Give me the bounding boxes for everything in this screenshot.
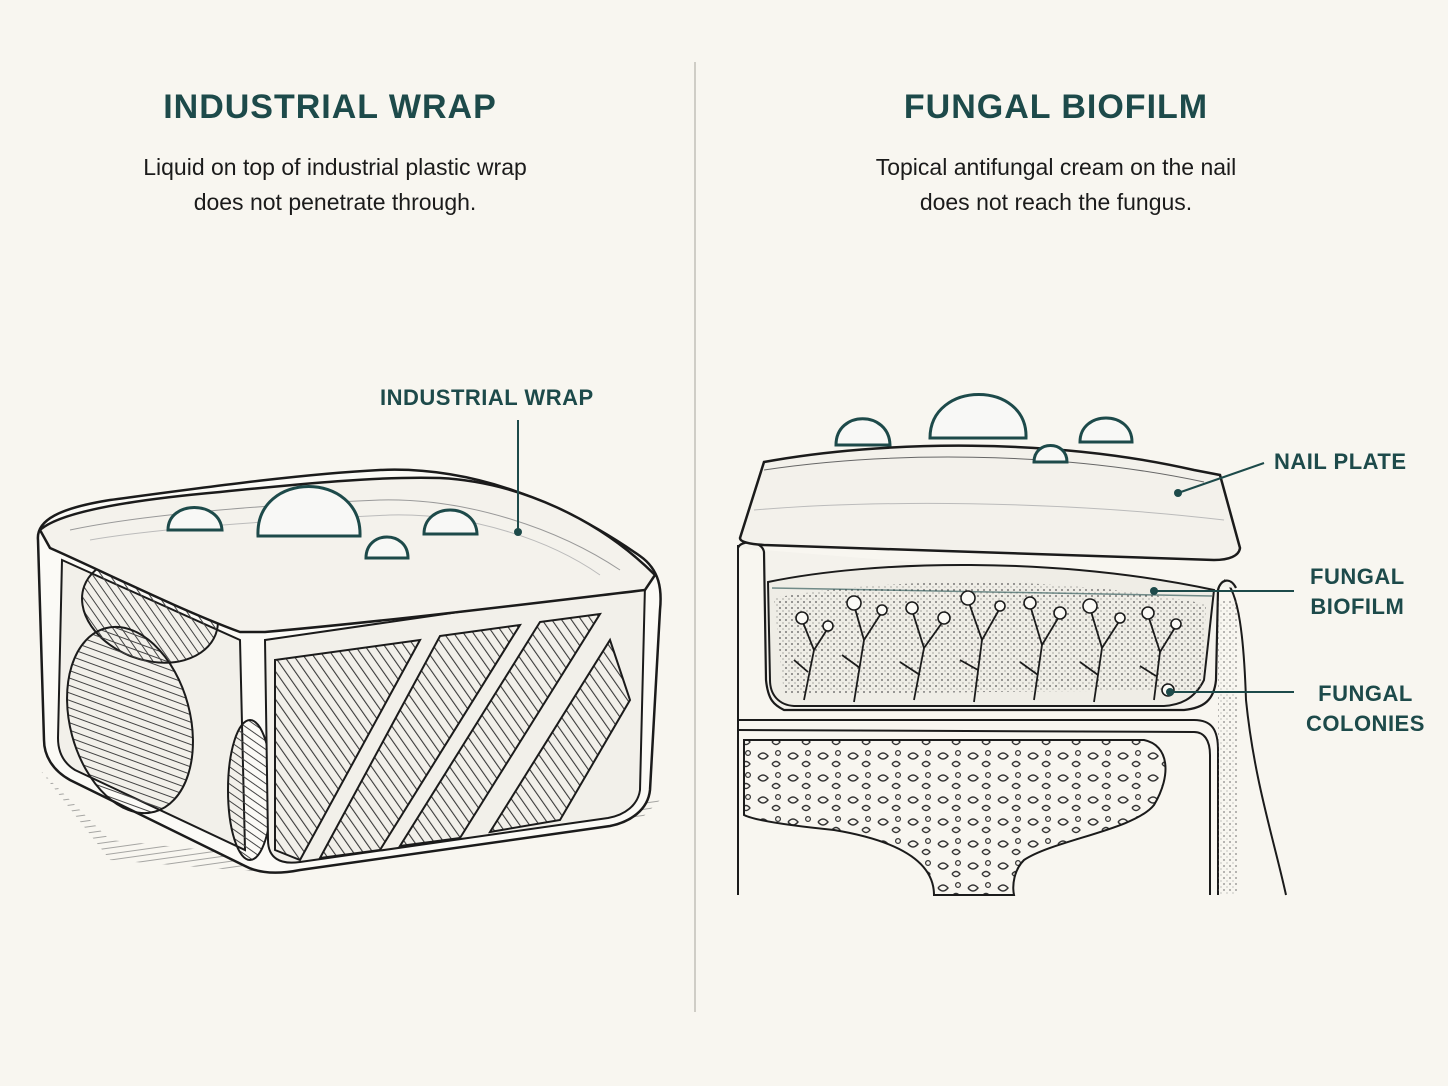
wrapped-meat-illustration <box>0 0 724 1086</box>
nail-plate-callout: NAIL PLATE <box>1274 447 1407 477</box>
fungal-biofilm-callout: FUNGAL BIOFILM <box>1310 562 1405 622</box>
industrial-wrap-callout: INDUSTRIAL WRAP <box>380 383 594 413</box>
industrial-wrap-panel: INDUSTRIAL WRAP Liquid on top of industr… <box>0 0 724 1086</box>
distal-phalanx-bone <box>744 740 1165 895</box>
fungal-colonies-callout: FUNGAL COLONIES <box>1306 679 1425 739</box>
fungal-biofilm-panel: FUNGAL BIOFILM Topical antifungal cream … <box>724 0 1448 1086</box>
nail-plate <box>740 446 1240 560</box>
nail-cross-section-illustration <box>724 0 1448 1086</box>
wrap-callout-dot <box>514 528 522 536</box>
